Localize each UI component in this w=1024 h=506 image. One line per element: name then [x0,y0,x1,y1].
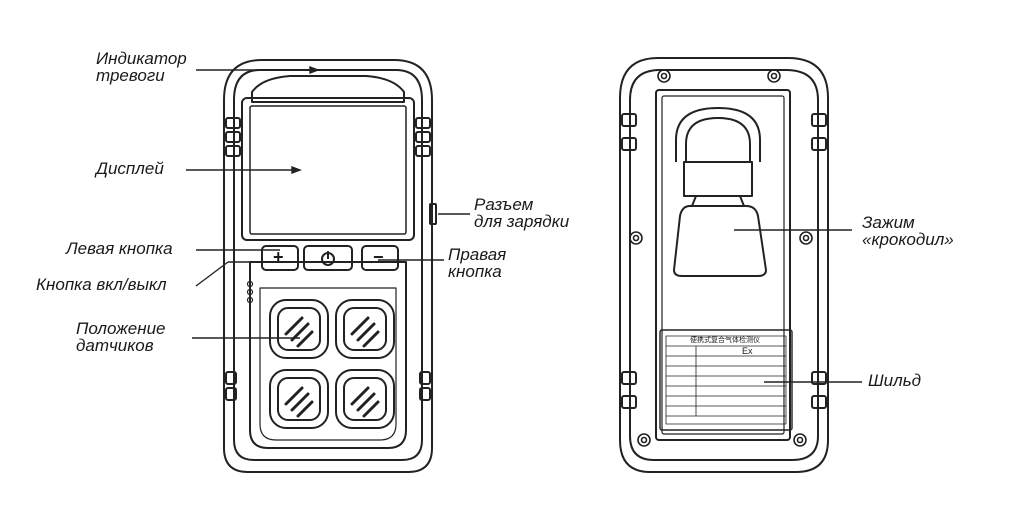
power-button-shape [303,245,353,271]
label-display: Дисплей [96,159,164,178]
lower-panel [249,261,407,449]
label-clip: Зажим «крокодил» [862,213,954,249]
label-power-button: Кнопка вкл/выкл [36,275,167,294]
front-bezel [233,69,423,461]
nameplate-title: 便携式复合气体检测仪 [690,337,760,344]
leader-lines [186,65,862,383]
right-button-shape [361,245,399,271]
front-view [223,59,437,473]
sensor-grid [269,299,395,429]
back-panel [655,89,791,441]
charging-port [429,203,437,225]
nameplate-shape [659,329,793,431]
back-view [619,57,829,473]
back-bezel [629,69,819,461]
back-shell [619,57,829,473]
left-button-symbol: + [273,247,284,267]
label-right-button: Правая кнопка [448,245,507,281]
label-left-button: Левая кнопка [66,239,173,258]
label-sensor-position: Положение датчиков [76,319,166,355]
label-nameplate: Шильд [868,371,922,390]
nameplate-ex-mark: Ex [742,346,753,356]
front-shell [223,59,433,473]
label-charging-port: Разъем для зарядки [474,195,570,231]
right-button-symbol: − [373,247,384,267]
lower-panel-inner [259,287,397,441]
screws [629,69,813,447]
label-alarm-indicator: Индикатор тревоги [96,49,187,85]
alarm-indicator-shape [251,75,405,103]
clip-shape [673,107,767,277]
display-frame [241,97,415,241]
left-button-shape [261,245,299,271]
